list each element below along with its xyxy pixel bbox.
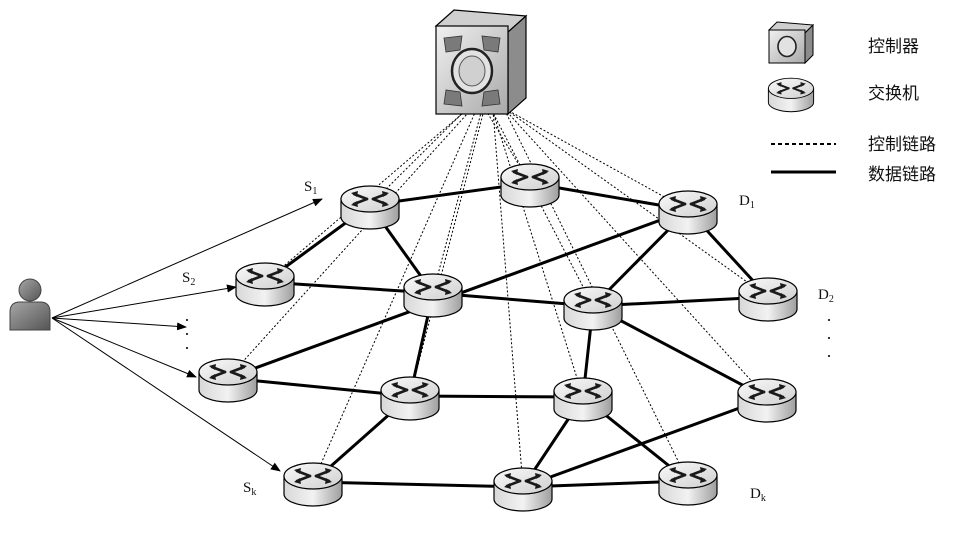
control-link-m4 [490, 103, 583, 397]
label-d1: D1 [739, 193, 755, 211]
user-arrow-4 [52, 318, 196, 377]
switch-icon-sk [284, 463, 342, 506]
switch-icon-m1 [404, 274, 462, 317]
switch-icon-d2 [739, 278, 797, 321]
legend-controller-icon [769, 22, 813, 63]
control-link-m1 [433, 103, 484, 293]
switch-icon-dk [659, 462, 717, 505]
legend-control-link-label: 控制链路 [868, 135, 936, 155]
control-link-b1 [492, 103, 523, 487]
legend: 控制器 交换机 控制链路 数据链路 [768, 22, 936, 185]
svg-text:·: · [826, 346, 832, 366]
label-s2: S2 [182, 270, 195, 288]
label-s1: S1 [304, 179, 317, 197]
user-arrow-2 [52, 287, 236, 318]
svg-text:·: · [826, 310, 832, 330]
data-link-b1-sk [313, 482, 523, 487]
user-arrow-3 [52, 318, 186, 327]
switch-icon-b1 [494, 468, 552, 511]
legend-switch-icon [768, 78, 813, 112]
svg-text:·: · [826, 328, 832, 348]
switch-icon-s2 [236, 263, 294, 306]
switch-icon-c1 [501, 164, 559, 207]
legend-controller-label: 控制器 [868, 37, 919, 57]
user-icon [10, 279, 50, 330]
control-link-n3 [228, 103, 477, 378]
switch-icon-r3 [738, 379, 796, 422]
label-sk: Sk [243, 480, 256, 498]
switch-icon-d1 [659, 191, 717, 234]
controller-icon [436, 10, 526, 114]
legend-data-link-label: 数据链路 [868, 165, 936, 185]
switch-icon-s1 [341, 186, 399, 229]
control-link-m2 [410, 103, 486, 396]
svg-text:·: · [184, 338, 190, 358]
ellipsis-right: · · · [826, 310, 832, 366]
switch-icon-m4 [554, 378, 612, 421]
switch-icon-m3 [564, 287, 622, 330]
ellipsis-left: · · · [184, 310, 190, 358]
legend-switch-label: 交换机 [868, 84, 919, 104]
switch-icon-n3 [199, 359, 257, 402]
label-d2: D2 [818, 287, 834, 305]
label-dk: Dk [750, 486, 766, 504]
switch-icon-m2 [381, 377, 439, 420]
